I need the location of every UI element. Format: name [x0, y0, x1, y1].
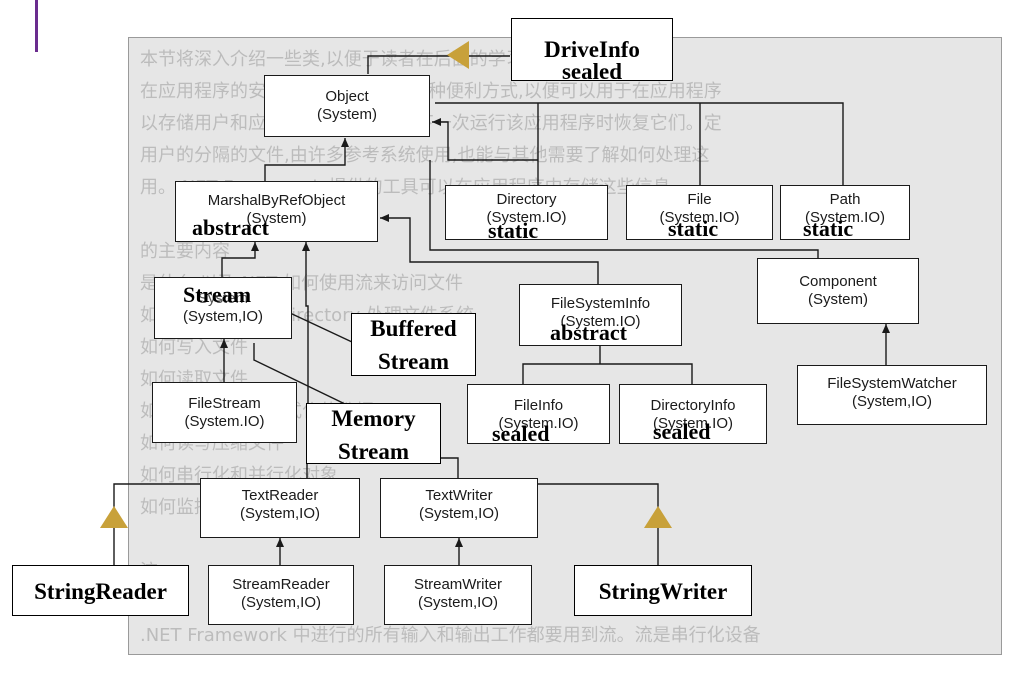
class-namespace: (System,IO) [239, 505, 320, 522]
edge-infos-fsi [522, 346, 693, 384]
class-filestream: FileStream (System.IO) [152, 382, 297, 443]
leader-stringreader [113, 483, 200, 565]
class-name: TextWriter [425, 487, 493, 504]
background-text-line: .NET Framework 中进行的所有输入和输出工作都要用到流。流是串行化设… [140, 625, 761, 644]
modifier-directory: static [488, 218, 539, 243]
modifier-filesysteminfo: abstract [550, 320, 627, 345]
class-namespace: (System,IO) [417, 594, 498, 611]
class-namespace: (System.IO) [652, 415, 733, 432]
class-namespace: (System) [808, 291, 868, 308]
class-path: Path (System.IO) [780, 185, 910, 240]
class-name: Path [829, 191, 861, 208]
modifier-directoryinfo: sealed [653, 419, 711, 444]
class-name: StreamReader [232, 576, 330, 593]
scanned-page-background [128, 37, 1002, 655]
callout-memory-stream: Memory Stream [306, 403, 441, 464]
edge-fsi-marshal [380, 214, 599, 284]
class-namespace: (System.IO) [560, 313, 641, 330]
class-namespace: (System) [246, 210, 307, 227]
leader-stringwriter [538, 483, 659, 565]
class-name: FileStream [188, 395, 261, 412]
modifier-path: static [803, 216, 854, 241]
callout-line: sealed [561, 59, 623, 84]
callout-stringwriter: StringWriter [574, 565, 752, 616]
class-streamwriter: StreamWriter (System,IO) [384, 565, 532, 625]
class-stream: System (System,IO) [154, 277, 292, 339]
leader-buffered [289, 312, 353, 343]
callout-buffered-stream: Buffered Stream [351, 313, 476, 376]
inheritance-triangle-driveinfo [447, 41, 469, 69]
background-text-line: 的主要内容 [140, 241, 230, 262]
class-name: StreamWriter [413, 576, 503, 593]
class-filesystemwatcher: FileSystemWatcher (System,IO) [797, 365, 987, 425]
leader-memory [253, 343, 346, 405]
class-namespace: (System.IO) [498, 415, 579, 432]
class-filesysteminfo: FileSystemInfo (System.IO) [519, 284, 682, 346]
edge-marshal-object [264, 138, 349, 181]
callout-line: StringWriter [598, 579, 728, 604]
class-name: DirectoryInfo [650, 397, 736, 414]
class-directory: Directory (System.IO) [445, 185, 608, 240]
class-name: FileSystemWatcher [827, 375, 957, 392]
edge-text-marshal [302, 242, 310, 454]
edge-stream-marshal [221, 242, 259, 277]
edge-directory-object [432, 118, 538, 161]
class-namespace: (System.IO) [659, 209, 740, 226]
class-textreader: TextReader (System,IO) [200, 478, 360, 538]
class-file: File (System.IO) [626, 185, 773, 240]
modifier-fileinfo: sealed [492, 421, 550, 446]
class-name: Component [799, 273, 877, 290]
callout-line: Stream [377, 349, 450, 374]
modifier-stream: Stream [183, 282, 252, 307]
class-name: System [197, 290, 248, 307]
class-component: Component (System) [757, 258, 919, 324]
class-name: MarshalByRefObject [207, 192, 346, 209]
class-namespace: (System,IO) [851, 393, 932, 410]
class-namespace: (System,IO) [182, 308, 263, 325]
class-namespace: (System,IO) [240, 594, 321, 611]
class-fileinfo: FileInfo (System.IO) [467, 384, 610, 444]
background-text-line: 用户的分隔的文件,由许多参考系统使用,也能与其他需要了解如何处理这 [140, 145, 710, 166]
class-namespace: (System.IO) [804, 209, 885, 226]
class-directoryinfo: DirectoryInfo (System.IO) [619, 384, 767, 444]
class-object: Object (System) [264, 75, 430, 137]
callout-driveinfo: DriveInfo sealed [511, 18, 673, 84]
class-marshalbyrefobject: MarshalByRefObject (System) [175, 181, 378, 242]
edge-driveinfo-object [367, 55, 510, 74]
class-streamreader: StreamReader (System,IO) [208, 565, 354, 625]
edge-bus-object [435, 102, 844, 185]
class-namespace: (System.IO) [486, 209, 567, 226]
class-name: File [687, 191, 712, 208]
callout-line: StringReader [34, 579, 167, 604]
callout-line: Memory [331, 406, 416, 431]
modifier-marshal: abstract [192, 215, 269, 240]
class-namespace: (System,IO) [418, 505, 499, 522]
callout-line: Stream [337, 439, 410, 464]
callout-line: DriveInfo [544, 37, 640, 62]
callout-line: Buffered [370, 316, 457, 341]
class-name: TextReader [241, 487, 319, 504]
slide-accent-bar [35, 0, 38, 52]
class-name: FileInfo [513, 397, 564, 414]
class-name: FileSystemInfo [550, 295, 651, 312]
modifier-file: static [668, 216, 719, 241]
class-namespace: (System.IO) [184, 413, 265, 430]
class-textwriter: TextWriter (System,IO) [380, 478, 538, 538]
edge-component-bus [429, 160, 819, 258]
inheritance-triangle-stringreader [100, 506, 128, 528]
class-namespace: (System) [317, 106, 377, 123]
class-name: Object [325, 88, 369, 105]
callout-stringreader: StringReader [12, 565, 189, 616]
inheritance-triangle-stringwriter [644, 506, 672, 528]
class-name: Directory [496, 191, 557, 208]
